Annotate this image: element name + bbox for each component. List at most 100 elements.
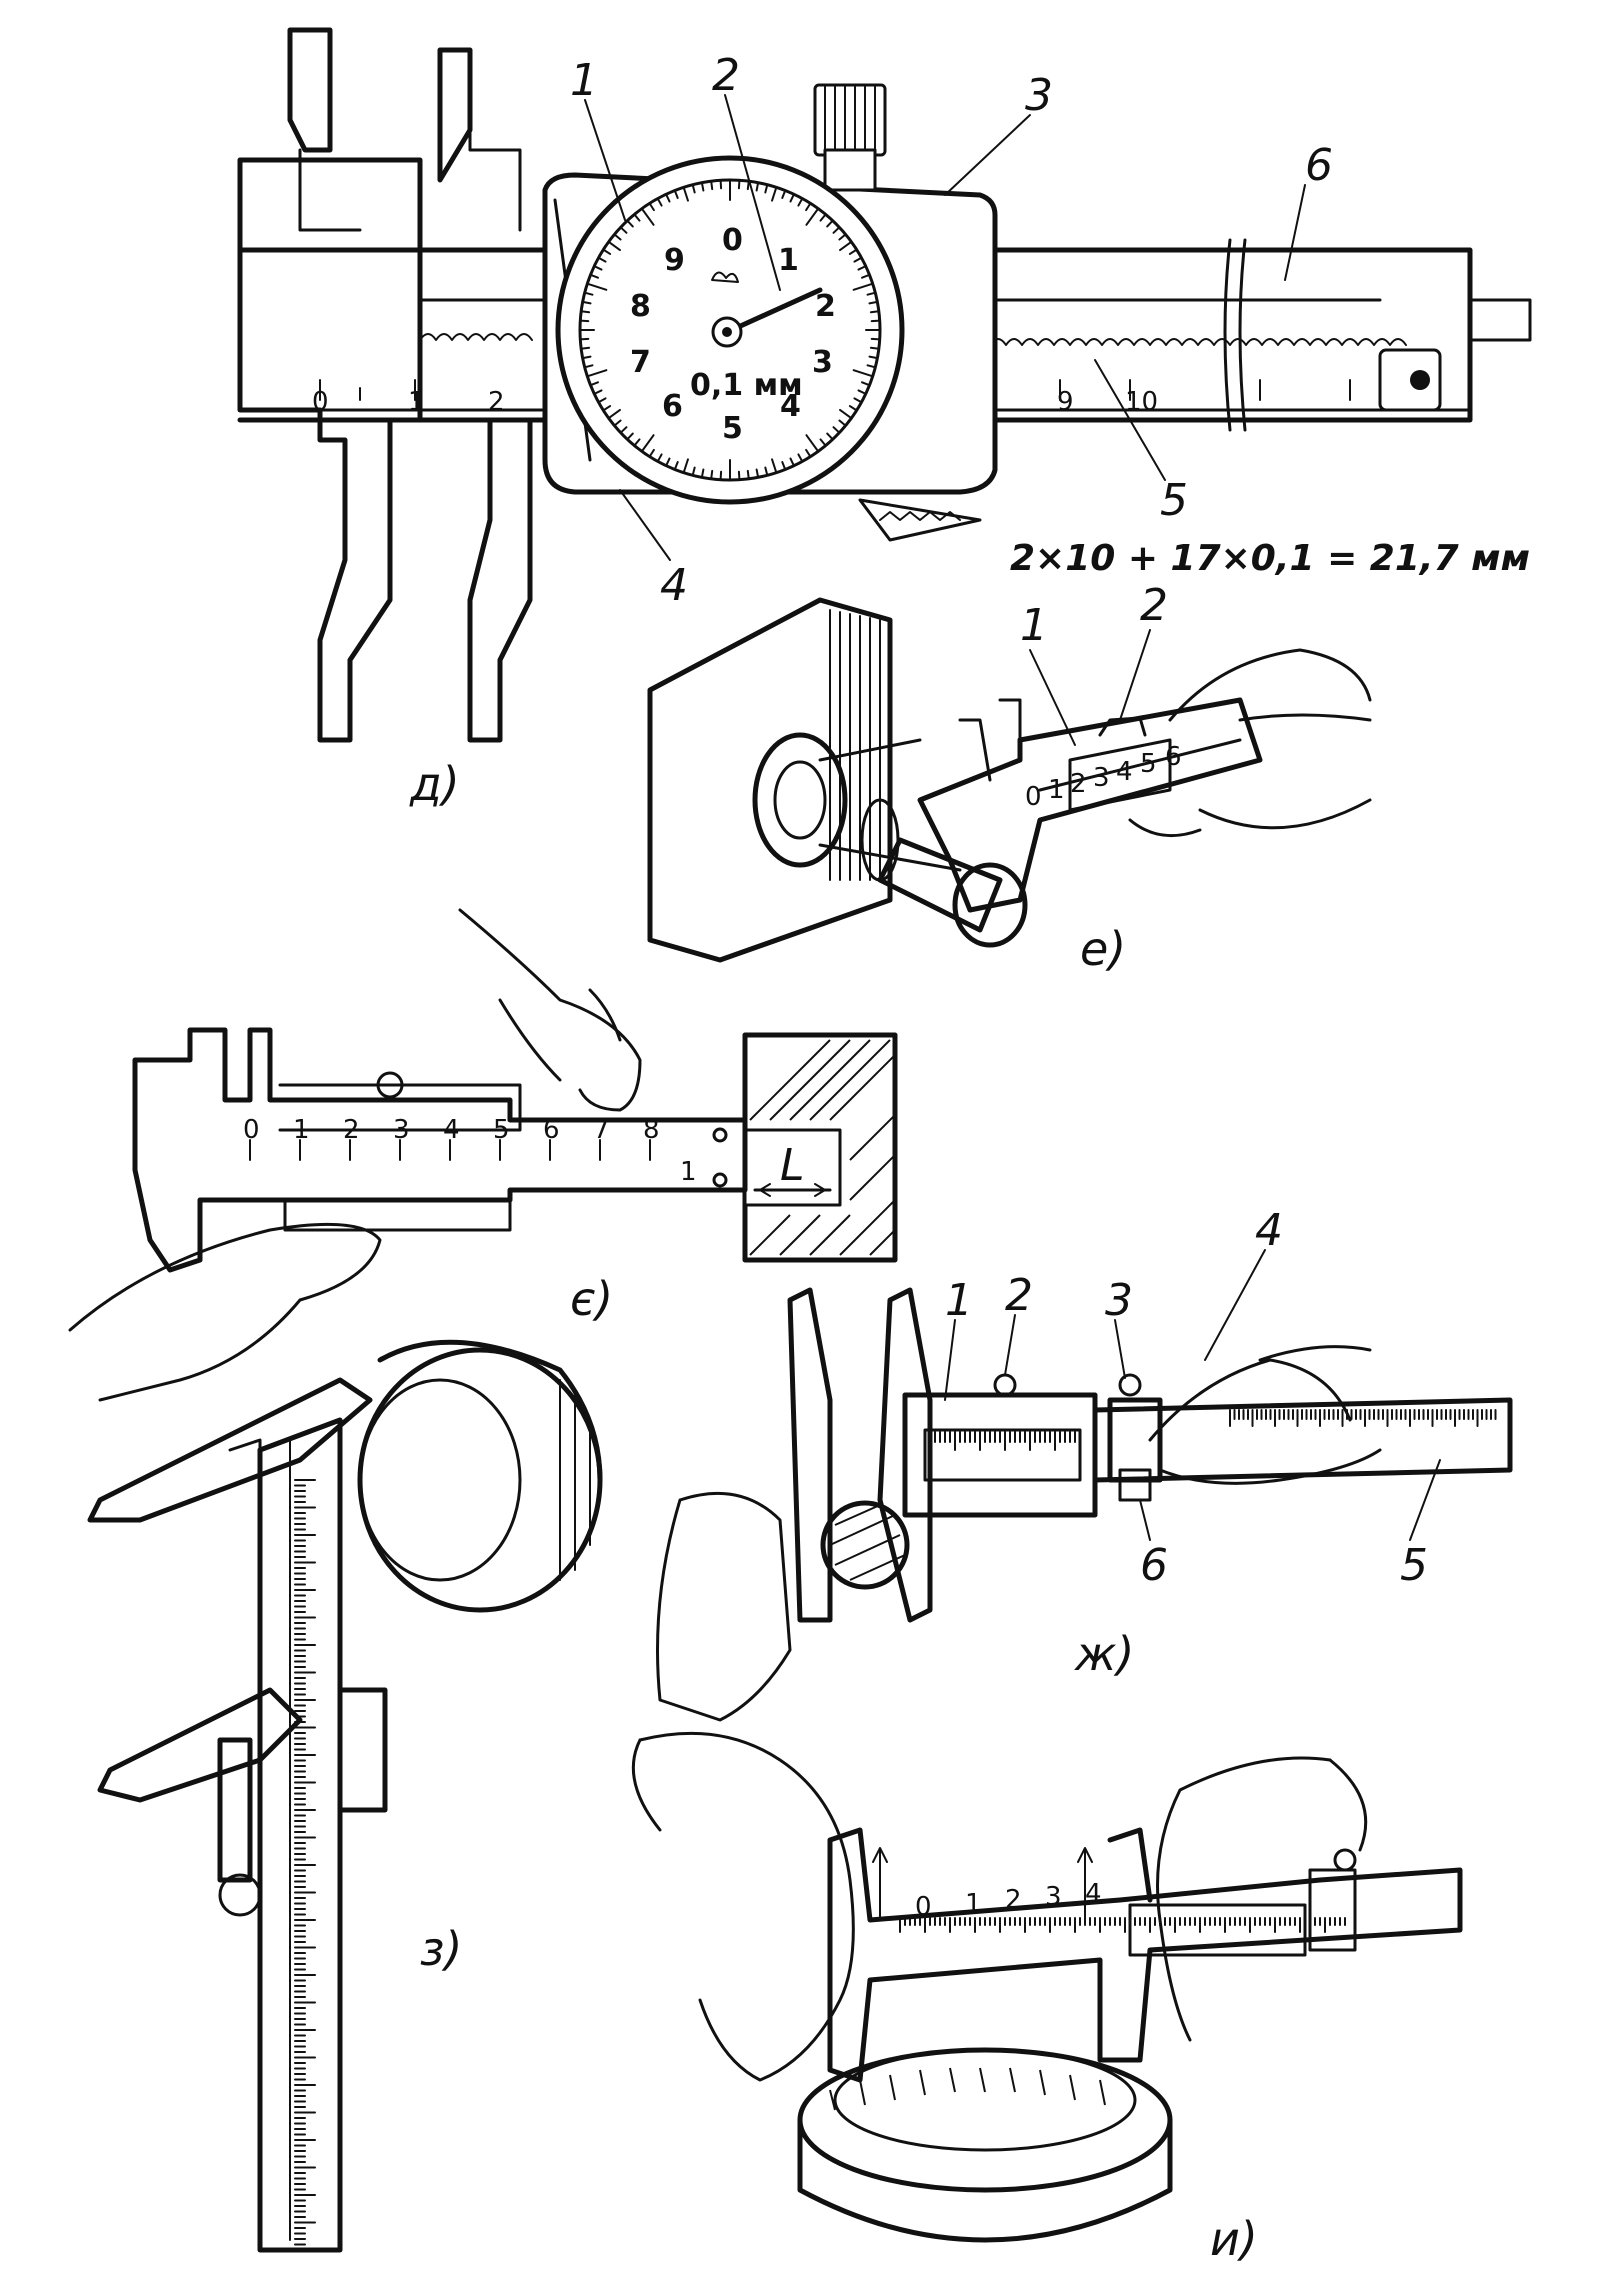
scale-tick (805, 434, 820, 453)
scale-tick (857, 389, 867, 395)
scale-e-3: 3 (1093, 763, 1110, 793)
caption-ye: є) (570, 1272, 613, 1326)
scale-d-0: 0 (312, 387, 329, 417)
scale-tick (870, 319, 881, 323)
scale-i-2: 2 (1005, 1885, 1022, 1915)
scale-tick (586, 282, 608, 291)
panel-z-marking-caliper: з) (87, 1339, 603, 2253)
dial-num-9: 9 (664, 243, 685, 278)
scale-tick (602, 405, 612, 412)
scale-ye-4: 4 (443, 1115, 460, 1145)
scale-e-2: 2 (1070, 769, 1087, 799)
dial-num-3: 3 (812, 345, 833, 380)
scale-tick (781, 189, 787, 199)
scale-e-6: 6 (1165, 742, 1182, 772)
dimension-l: L (780, 1140, 805, 1191)
scale-tick (861, 273, 871, 279)
callout-d-2: 2 (712, 50, 740, 101)
scale-tick (838, 419, 847, 427)
scale-tick (581, 355, 592, 360)
scale-tick (682, 186, 689, 202)
callout-d-5: 5 (1160, 475, 1188, 526)
scale-tick (737, 470, 741, 481)
scale-tick (607, 240, 621, 252)
scale-tick (838, 233, 847, 241)
callout-zh-3: 3 (1105, 1275, 1133, 1326)
scale-tick (853, 397, 863, 404)
dial-num-6: 6 (662, 389, 683, 424)
dial-num-1: 1 (778, 243, 799, 278)
scale-tick (613, 233, 622, 241)
callout-zh-1: 1 (945, 1275, 973, 1326)
scale-tick (589, 381, 599, 387)
scale-tick (839, 240, 853, 252)
scale-tick (746, 469, 750, 480)
scale-tick (832, 226, 841, 234)
scale-tick (781, 461, 787, 471)
scale-e-5: 5 (1140, 749, 1157, 779)
scale-tick (805, 202, 812, 212)
scale-tick (869, 346, 880, 350)
panel-zh-fine-adjustment: 1 2 3 4 5 6 ж) (656, 1205, 1513, 1722)
scale-tick (597, 397, 607, 404)
scale-tick (805, 448, 812, 458)
callout-zh-2: 2 (1005, 1270, 1033, 1321)
scale-tick (771, 186, 778, 202)
scale-tick (665, 457, 671, 467)
vernier-mark-ye: 1 (680, 1157, 697, 1187)
scale-tick (870, 337, 881, 341)
scale-tick (633, 438, 641, 447)
scale-e-0: 0 (1025, 782, 1042, 812)
scale-tick (764, 183, 769, 194)
scale-tick (682, 458, 689, 474)
scale-d-1: 1 (408, 387, 425, 417)
callout-zh-5: 5 (1400, 1540, 1428, 1591)
scale-tick (579, 337, 590, 341)
scale-tick (826, 432, 834, 441)
callout-e-2: 2 (1140, 580, 1168, 631)
scale-tick (607, 408, 621, 420)
scale-ye-0: 0 (243, 1115, 260, 1145)
callout-d-4: 4 (660, 560, 688, 611)
scale-tick (640, 207, 655, 226)
scale-tick (691, 183, 696, 194)
panel-ye-depth-measurement: L 0 1 2 3 4 5 6 7 8 1 є) (68, 908, 898, 1402)
scale-tick (826, 219, 834, 228)
scale-i-1: 1 (965, 1889, 982, 1919)
scale-tick (789, 457, 795, 467)
scale-tick (583, 291, 594, 296)
scale-tick (853, 256, 863, 263)
scale-tick (581, 300, 592, 305)
scale-tick (819, 213, 827, 222)
scale-tick (737, 179, 741, 190)
scale-tick (869, 310, 880, 314)
scale-tick (746, 180, 750, 191)
scale-tick (619, 226, 628, 234)
scale-tick (868, 300, 879, 305)
scale-tick (656, 453, 663, 463)
dial-num-5: 5 (722, 411, 743, 446)
scale-tick (848, 248, 858, 255)
callout-d-3: 3 (1025, 70, 1053, 121)
scale-tick (656, 197, 663, 207)
scale-tick (866, 364, 877, 369)
scale-ye-6: 6 (543, 1115, 560, 1145)
scale-tick (755, 468, 760, 479)
scale-ye-8: 8 (643, 1115, 660, 1145)
scale-ye-5: 5 (493, 1115, 510, 1145)
scale-tick (797, 453, 804, 463)
callout-zh-6: 6 (1140, 1540, 1168, 1591)
dial-num-7: 7 (630, 345, 651, 380)
scale-tick (633, 213, 641, 222)
scale-tick (839, 408, 853, 420)
scale-tick (580, 346, 591, 350)
scale-tick (602, 248, 612, 255)
scale-ye-3: 3 (393, 1115, 410, 1145)
scale-tick (805, 207, 820, 226)
scale-tick (771, 458, 778, 474)
scale-tick (626, 219, 634, 228)
scale-tick (593, 389, 603, 395)
dial-unit: 0,1 мм (690, 368, 803, 403)
scale-tick (710, 180, 714, 191)
